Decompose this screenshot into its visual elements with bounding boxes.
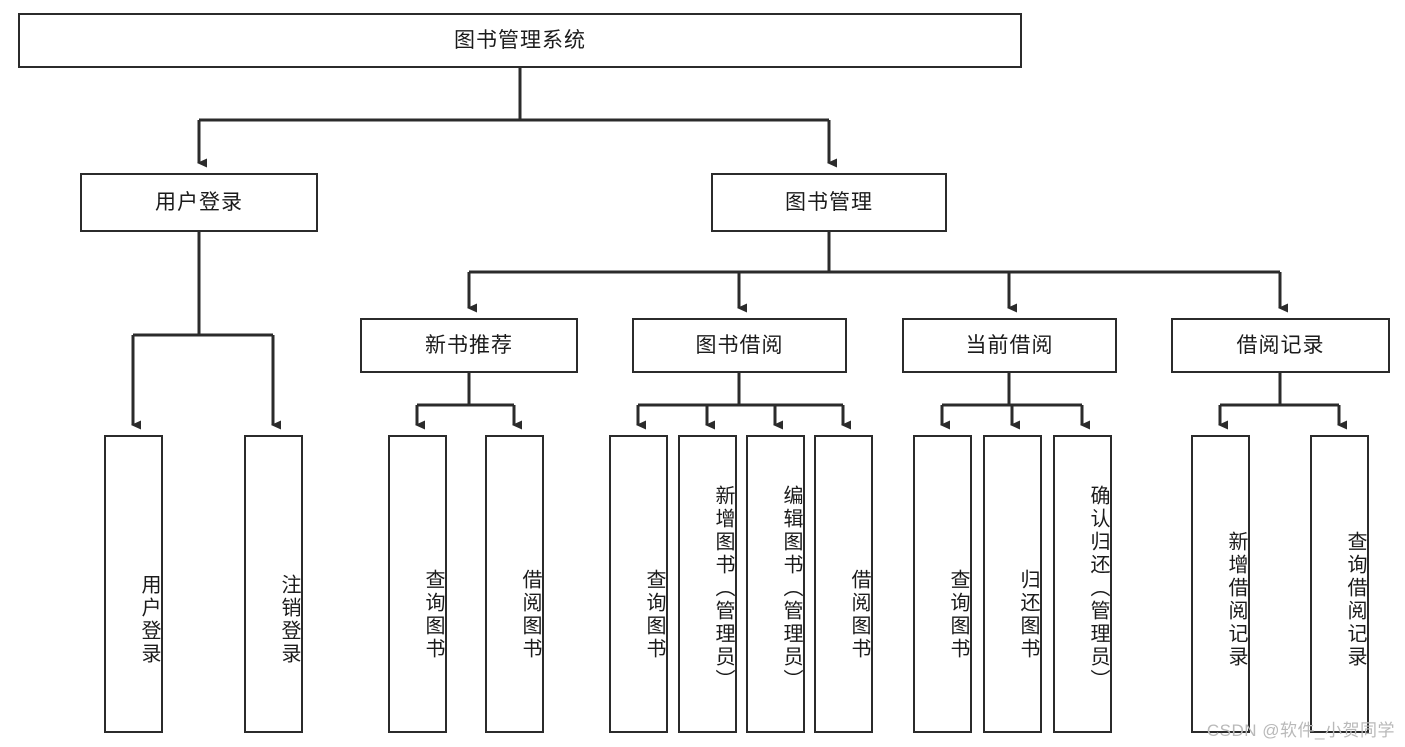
node-book-manage[interactable]: 图书管理 [711, 173, 947, 232]
node-leaf-confirm-return[interactable]: 确认归还（管理员） [1053, 435, 1112, 733]
node-leaf-query-book-2[interactable]: 查询图书 [609, 435, 668, 733]
node-borrow-record-label: 借阅记录 [1236, 333, 1325, 357]
node-leaf-add-record[interactable]: 新增借阅记录 [1191, 435, 1250, 733]
node-leaf-confirm-return-label: 确认归还（管理员） [1087, 484, 1109, 692]
node-leaf-query-book-1[interactable]: 查询图书 [388, 435, 447, 733]
node-book-borrow[interactable]: 图书借阅 [632, 318, 847, 373]
node-leaf-borrow-book-1-label: 借阅图书 [519, 569, 541, 661]
node-borrow-record[interactable]: 借阅记录 [1171, 318, 1390, 373]
node-new-book-recommend-label: 新书推荐 [425, 333, 513, 357]
node-leaf-query-record[interactable]: 查询借阅记录 [1310, 435, 1369, 733]
node-leaf-add-book[interactable]: 新增图书（管理员） [678, 435, 737, 733]
node-leaf-return-book-label: 归还图书 [1017, 569, 1039, 661]
node-book-borrow-label: 图书借阅 [695, 333, 784, 357]
node-leaf-edit-book[interactable]: 编辑图书（管理员） [746, 435, 805, 733]
node-leaf-return-book[interactable]: 归还图书 [983, 435, 1042, 733]
node-leaf-user-logout[interactable]: 注销登录 [244, 435, 303, 733]
node-new-book-recommend[interactable]: 新书推荐 [360, 318, 578, 373]
node-current-borrow-label: 当前借阅 [965, 333, 1054, 357]
node-leaf-query-record-label: 查询借阅记录 [1344, 531, 1366, 669]
node-root-label: 图书管理系统 [454, 28, 586, 52]
node-leaf-borrow-book-2-label: 借阅图书 [848, 569, 870, 661]
node-leaf-user-login-label: 用户登录 [138, 574, 160, 666]
node-leaf-query-book-3[interactable]: 查询图书 [913, 435, 972, 733]
node-current-borrow[interactable]: 当前借阅 [902, 318, 1117, 373]
node-user-login-label: 用户登录 [155, 190, 243, 214]
node-leaf-add-book-label: 新增图书（管理员） [712, 484, 734, 692]
node-leaf-query-book-3-label: 查询图书 [947, 569, 969, 661]
node-leaf-add-record-label: 新增借阅记录 [1225, 531, 1247, 669]
node-leaf-borrow-book-1[interactable]: 借阅图书 [485, 435, 544, 733]
node-leaf-edit-book-label: 编辑图书（管理员） [780, 484, 802, 692]
node-leaf-borrow-book-2[interactable]: 借阅图书 [814, 435, 873, 733]
node-book-manage-label: 图书管理 [785, 190, 873, 214]
node-leaf-user-logout-label: 注销登录 [278, 574, 300, 666]
node-leaf-query-book-1-label: 查询图书 [422, 569, 444, 661]
node-leaf-user-login[interactable]: 用户登录 [104, 435, 163, 733]
watermark-text: CSDN @软件_小贺同学 [1206, 721, 1395, 740]
node-leaf-query-book-2-label: 查询图书 [643, 569, 665, 661]
node-root[interactable]: 图书管理系统 [18, 13, 1022, 68]
node-user-login[interactable]: 用户登录 [80, 173, 318, 232]
